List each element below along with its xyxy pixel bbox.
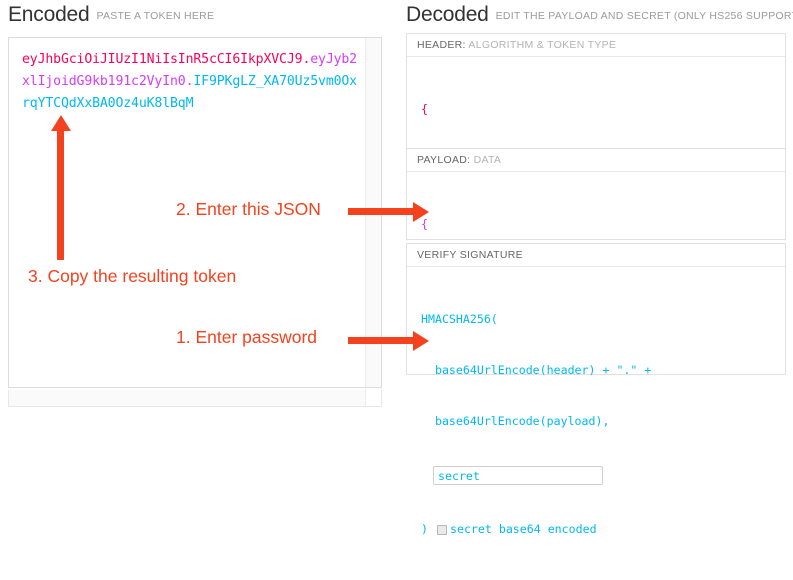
secret-input[interactable] — [433, 466, 603, 485]
payload-panel-label-suffix: DATA — [473, 154, 502, 166]
header-panel-label: HEADER: — [417, 39, 466, 51]
verify-code-line-1: HMACSHA256( — [421, 312, 498, 326]
arrow-head-icon — [413, 201, 429, 222]
arrow-head-icon — [50, 115, 71, 131]
decoded-heading: Decoded — [406, 3, 489, 26]
header-panel-title: HEADER: ALGORITHM & TOKEN TYPE — [407, 34, 785, 57]
base64-encoded-checkbox[interactable] — [436, 524, 447, 535]
verify-code-line-2: base64UrlEncode(header) + "." + — [421, 363, 652, 377]
resize-grip[interactable] — [365, 389, 381, 406]
token-header-segment: eyJhbGciOiJIUzI1NiIsInR5cCI6IkpXVCJ9 — [22, 52, 303, 67]
annotation-step-1: 1. Enter password — [176, 327, 318, 347]
annotation-step-2: 2. Enter this JSON — [176, 199, 321, 219]
encoded-subtitle: PASTE A TOKEN HERE — [96, 10, 215, 22]
verify-panel-body: HMACSHA256( base64UrlEncode(header) + ".… — [407, 267, 785, 580]
token-signature-segment: IF9PKgLZ_XA70Uz5vm0OxrqYTCQdXxBA0Oz4uK8l… — [22, 74, 357, 111]
arrow-to-secret-input — [348, 330, 429, 351]
payload-panel: PAYLOAD: DATA { "role": "todo_user" } — [406, 148, 786, 333]
encoded-column-title: Encoded PASTE A TOKEN HERE — [8, 3, 214, 27]
token-dot-2: . — [185, 74, 194, 89]
encoded-token-text[interactable]: eyJhbGciOiJIUzI1NiIsInR5cCI6IkpXVCJ9.eyJ… — [22, 49, 362, 115]
arrow-head-icon — [413, 330, 429, 351]
verify-code-line-3: base64UrlEncode(payload), — [421, 414, 610, 428]
verify-panel-title: VERIFY SIGNATURE — [407, 244, 785, 267]
header-panel: HEADER: ALGORITHM & TOKEN TYPE { "alg": … — [406, 33, 786, 269]
base64-encoded-label: secret base64 encoded — [449, 522, 597, 536]
arrow-to-encoded-token — [50, 115, 71, 260]
payload-panel-label: PAYLOAD: — [417, 154, 471, 166]
verify-close-paren: ) — [421, 522, 428, 536]
token-dot-1: . — [302, 52, 311, 67]
base64-encoded-row: ) secret base64 encoded — [407, 521, 785, 538]
verify-signature-panel: VERIFY SIGNATURE HMACSHA256( base64UrlEn… — [406, 243, 786, 536]
verify-panel-label: VERIFY SIGNATURE — [417, 249, 523, 261]
token-payload-segment: eyJyb2xlIjoidG9kb191c2VyIn0 — [22, 52, 357, 89]
payload-panel-title: PAYLOAD: DATA — [407, 149, 785, 172]
decoded-subtitle: EDIT THE PAYLOAD AND SECRET (ONLY HS256 … — [495, 10, 793, 22]
annotation-step-3: 3. Copy the resulting token — [28, 266, 237, 286]
encoded-heading: Encoded — [8, 3, 90, 26]
header-json-line-1: { — [421, 102, 428, 116]
header-panel-label-suffix: ALGORITHM & TOKEN TYPE — [468, 39, 617, 51]
payload-json-line-1: { — [421, 217, 428, 231]
arrow-to-payload-panel — [348, 201, 429, 222]
encoded-statusbar — [8, 389, 382, 407]
decoded-column-title: Decoded EDIT THE PAYLOAD AND SECRET (ONLY… — [406, 3, 793, 27]
